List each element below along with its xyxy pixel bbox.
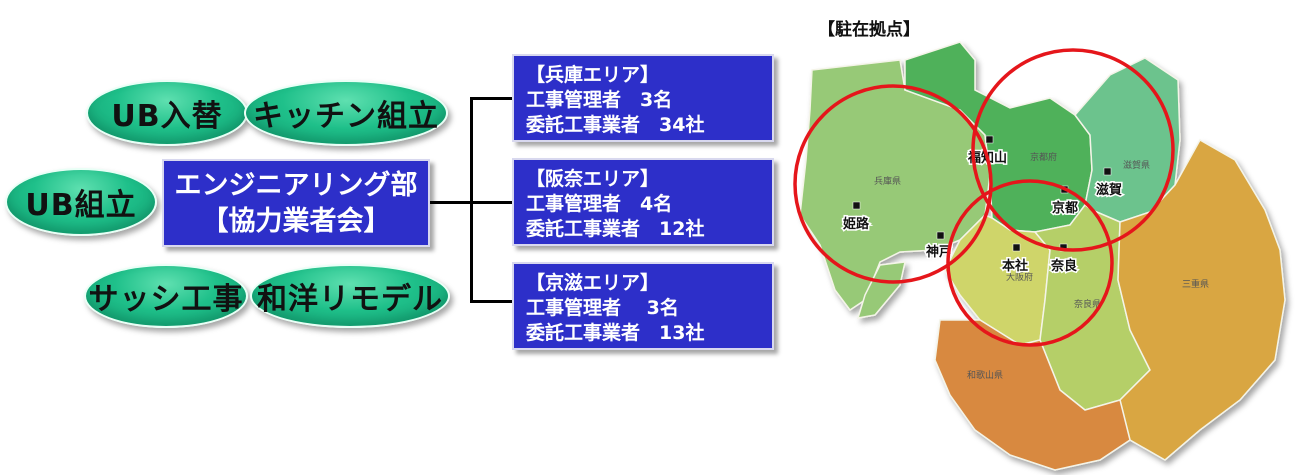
region-nara: [1033, 203, 1151, 411]
marker-nara: [1059, 243, 1068, 252]
area-box-hanna: 【阪奈エリア】 工事管理者 4名 委託工事業者 12社: [512, 158, 774, 246]
oval-remodel: 和洋リモデル: [250, 264, 450, 328]
marker-honsha: [1012, 243, 1021, 252]
marker-kyoto: [1060, 185, 1069, 194]
marker-himeji: [852, 201, 861, 210]
area-title: 【阪奈エリア】: [526, 168, 660, 190]
base-label-nara: 奈良: [1050, 258, 1077, 274]
department-name: エンジニアリング部: [174, 170, 418, 201]
pref-label-mie: 三重県: [1182, 278, 1209, 290]
area-title: 【京滋エリア】: [526, 272, 660, 294]
connector-keiji: [470, 300, 512, 303]
connector-vertical: [470, 97, 473, 303]
base-label-himeji: 姫路: [843, 216, 870, 232]
map-title: 【駐在拠点】: [818, 20, 920, 40]
marker-kobe: [936, 231, 945, 240]
region-mie: [1117, 138, 1286, 461]
pref-label-hyogo: 兵庫県: [874, 175, 901, 187]
area-managers: 工事管理者 3名: [526, 89, 673, 111]
area-managers: 工事管理者 3名: [526, 297, 679, 319]
oval-sash-work: サッシ工事: [84, 264, 248, 328]
pref-label-shiga: 滋賀県: [1123, 159, 1150, 171]
region-shiga: [1074, 57, 1181, 223]
oval-ub-replace: UB入替: [86, 80, 248, 146]
base-label-shiga: 滋賀: [1096, 182, 1122, 198]
area-box-hyogo: 【兵庫エリア】 工事管理者 3名 委託工事業者 34社: [512, 54, 774, 142]
oval-ub-assembly: UB組立: [5, 168, 157, 236]
region-awaji: [856, 261, 906, 319]
region-osaka: [944, 214, 1051, 346]
pref-label-nara: 奈良県: [1074, 298, 1101, 310]
base-label-kyoto: 京都: [1052, 200, 1078, 216]
region-hyogo: [799, 59, 991, 312]
base-label-honsha: 本社: [1002, 258, 1028, 274]
marker-shiga: [1103, 167, 1112, 176]
area-box-keiji: 【京滋エリア】 工事管理者 3名 委託工事業者 13社: [512, 262, 774, 350]
area-contractors: 委託工事業者 13社: [526, 322, 705, 344]
coverage-circle-hyogo: [793, 84, 993, 284]
connector-main: [430, 201, 472, 204]
base-label-kobe: 神戸: [926, 244, 952, 260]
pref-label-kyoto: 京都府: [1030, 151, 1057, 163]
engineering-department-box: エンジニアリング部 【協力業者会】: [162, 159, 430, 247]
oval-kitchen-assembly: キッチン組立: [244, 80, 448, 146]
area-title: 【兵庫エリア】: [526, 64, 660, 86]
marker-fukuchiyama: [985, 135, 994, 144]
area-contractors: 委託工事業者 12社: [526, 218, 705, 240]
pref-label-osaka: 大阪府: [1006, 271, 1033, 283]
coverage-circle-hanna: [946, 179, 1114, 347]
coverage-circle-keiji: [971, 48, 1175, 252]
area-managers: 工事管理者 4名: [526, 193, 673, 215]
pref-label-wakayama: 和歌山県: [967, 369, 1003, 381]
area-contractors: 委託工事業者 34社: [526, 114, 705, 136]
partner-association-label: 【協力業者会】: [201, 206, 391, 237]
region-kyoto: [904, 41, 1093, 233]
connector-hyogo: [470, 97, 512, 100]
base-label-fukuchiyama: 福知山: [967, 150, 1007, 166]
connector-hanna: [470, 201, 512, 204]
region-wakayama: [934, 319, 1131, 471]
